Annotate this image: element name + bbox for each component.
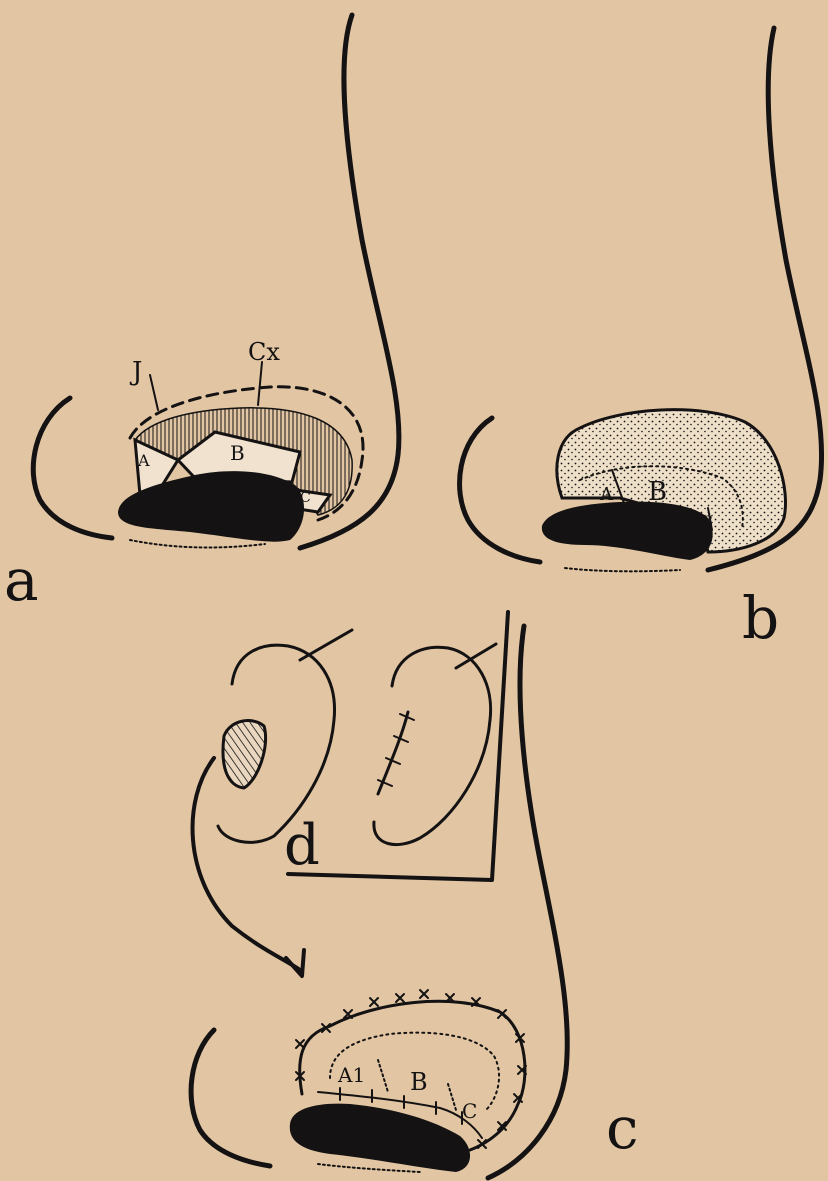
- figure-a-label-a: A: [137, 451, 150, 470]
- figure-b-nostril-arc: [460, 418, 540, 562]
- figure-d-left-line: [300, 630, 352, 660]
- figure-b-nostril-opening: [542, 502, 713, 560]
- figure-c-nostril-opening: [290, 1104, 470, 1172]
- figure-c-label-a1: A1: [337, 1063, 365, 1087]
- figure-c-label-b: B: [410, 1068, 428, 1096]
- figure-d-hatched-graft: [223, 721, 266, 788]
- figure-c-ala-rim: [318, 1164, 420, 1172]
- figure-a-caption: a: [4, 546, 39, 614]
- figure-c-label-c: C: [462, 1099, 477, 1123]
- figure-c-nose-outline: [488, 626, 567, 1178]
- figure-d-caption: d: [284, 813, 320, 878]
- figure-c-divider-c: [448, 1084, 456, 1110]
- figure-c: A1 B C c: [191, 626, 638, 1178]
- figure-b-label-a: A: [599, 484, 614, 505]
- figure-c-caption: c: [606, 1094, 638, 1162]
- figure-a-ala-rim: [130, 540, 265, 547]
- figure-c-nostril-arc: [191, 1030, 270, 1166]
- figure-b-label-c: C: [702, 514, 713, 530]
- leader-line-cx: [258, 362, 262, 405]
- figure-a-label-b: B: [230, 441, 245, 465]
- figure-c-divider-a: [378, 1060, 388, 1092]
- figure-a: J Cx A B C a: [4, 15, 399, 614]
- transfer-arrow-head: [286, 950, 304, 976]
- figure-d-ear-right: [374, 647, 491, 844]
- figure-b-caption: b: [742, 584, 779, 652]
- figure-b-ala-rim: [565, 568, 680, 571]
- figure-b: A B C b: [460, 28, 822, 652]
- figure-b-label-b: B: [648, 477, 667, 507]
- figure-a-nostril-arc: [33, 398, 112, 538]
- figure-d: d: [193, 612, 508, 976]
- leader-line-j: [150, 375, 158, 410]
- annotation-j: J: [129, 357, 142, 387]
- annotation-cx: Cx: [248, 338, 280, 366]
- figure-a-label-c: C: [300, 490, 311, 506]
